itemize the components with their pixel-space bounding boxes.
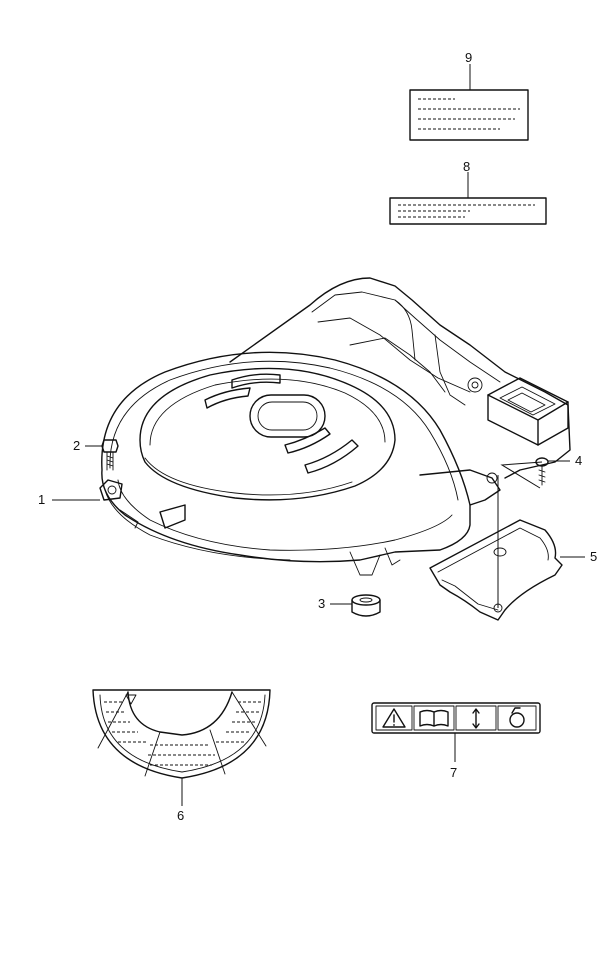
part-1-cover (99, 277, 571, 576)
callout-4: 4 (575, 453, 582, 468)
part-9-label (409, 89, 529, 141)
callout-9: 9 (465, 50, 472, 65)
callout-2: 2 (73, 438, 80, 453)
warning-triangle-icon (382, 708, 406, 728)
part-3-grommet (351, 594, 381, 617)
part-8-label (389, 197, 547, 225)
assembly-line-4 (500, 461, 543, 489)
callout-3: 3 (318, 596, 325, 611)
starter-rope-icon (509, 707, 525, 728)
callout-5: 5 (590, 549, 597, 564)
manual-book-icon (419, 709, 449, 727)
part-7-label (371, 702, 541, 734)
callout-8: 8 (463, 159, 470, 174)
part-5-bracket (429, 519, 563, 621)
callout-6: 6 (177, 808, 184, 823)
callout-7: 7 (450, 765, 457, 780)
up-down-arrow-icon (472, 708, 480, 729)
callout-1: 1 (38, 492, 45, 507)
part-6-mat (92, 689, 271, 779)
